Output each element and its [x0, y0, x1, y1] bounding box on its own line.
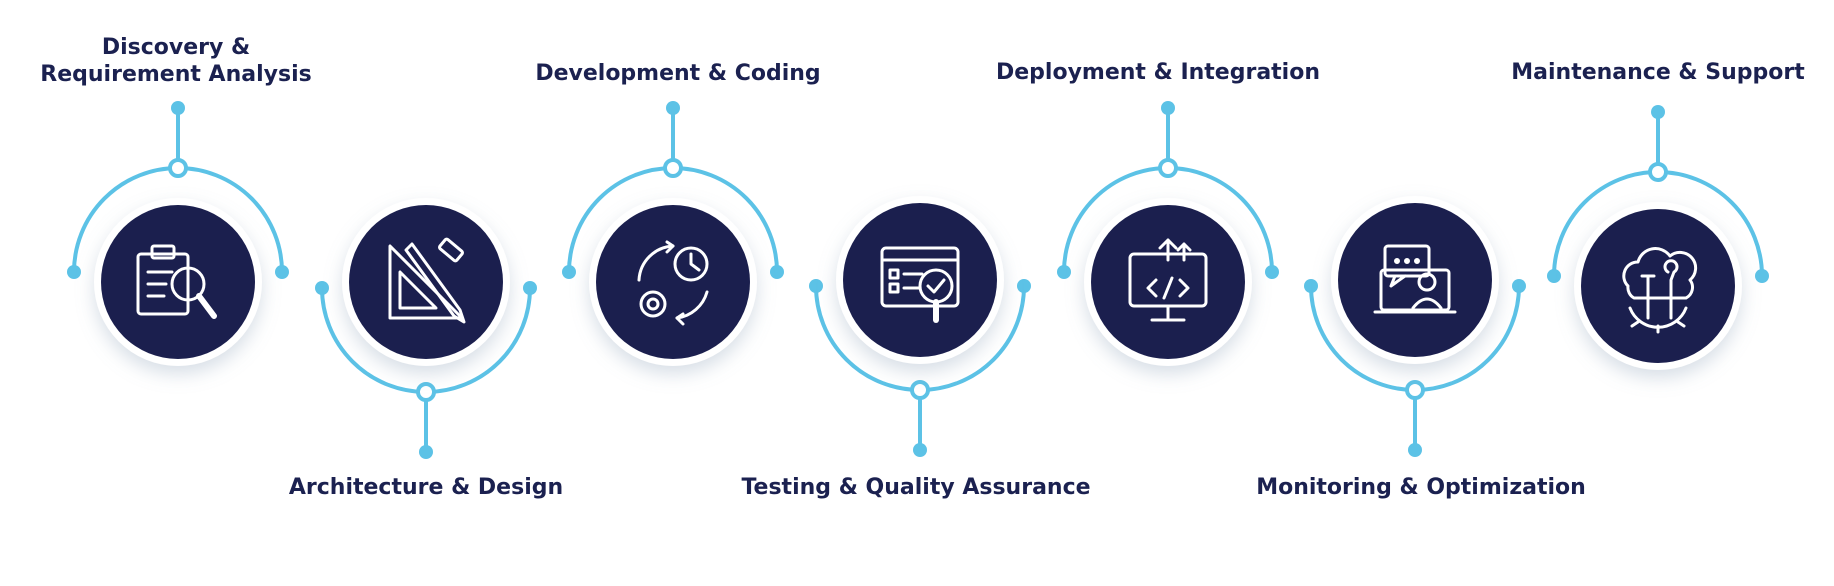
step-title: Testing & Quality Assurance	[741, 474, 1090, 501]
stem-tip-dot	[1161, 101, 1175, 115]
icon-disc	[101, 205, 255, 359]
stem-node-ring	[1648, 162, 1668, 182]
step-title: Development & Coding	[535, 60, 820, 87]
arc-end-dot	[1017, 279, 1031, 293]
browser-checklist-magnifier-icon	[880, 246, 960, 323]
step-title: Maintenance & Support	[1511, 59, 1805, 86]
arc-end-dot	[1304, 279, 1318, 293]
step-title: Deployment & Integration	[996, 59, 1320, 86]
stem-tip-dot	[171, 101, 185, 115]
step-title: Discovery &Requirement Analysis	[40, 34, 311, 88]
step-title-line: Development & Coding	[535, 61, 821, 86]
step-4	[809, 196, 1031, 457]
step-title: Architecture & Design	[289, 474, 563, 501]
stem-tip-dot	[1651, 105, 1665, 119]
icon-disc	[1091, 205, 1245, 359]
stem-node-ring	[1405, 380, 1425, 400]
stem-tip-dot	[666, 101, 680, 115]
arc-end-dot	[1755, 269, 1769, 283]
ruler-pencil-triangle-icon	[388, 237, 466, 324]
stem-node-ring	[416, 382, 436, 402]
cycle-clock-gear-icon	[637, 240, 709, 326]
clipboard-search-icon	[136, 244, 217, 319]
step-1	[67, 101, 289, 366]
cloud-tools-gear-icon	[1622, 247, 1698, 334]
stem-tip-dot	[1408, 443, 1422, 457]
stem-node-ring	[1158, 158, 1178, 178]
stem-node-ring	[168, 158, 188, 178]
arc-end-dot	[275, 265, 289, 279]
step-3	[562, 101, 784, 366]
step-title: Monitoring & Optimization	[1256, 474, 1586, 501]
step-title-line: Testing & Quality Assurance	[741, 475, 1091, 500]
step-title-line: Architecture & Design	[288, 475, 564, 500]
arc-end-dot	[1512, 279, 1526, 293]
icon-disc	[1338, 203, 1492, 357]
monitor-code-upload-icon	[1128, 238, 1208, 322]
arc-end-dot	[809, 279, 823, 293]
arc-end-dot	[67, 265, 81, 279]
step-title-line: Maintenance & Support	[1511, 60, 1805, 85]
icon-disc	[1581, 209, 1735, 363]
step-6	[1304, 196, 1526, 457]
step-7	[1547, 105, 1769, 370]
stem-node-ring	[910, 380, 930, 400]
icon-disc	[596, 205, 750, 359]
step-title-line: Deployment & Integration	[995, 60, 1321, 85]
arc-end-dot	[315, 281, 329, 295]
step-title-line: Discovery &	[101, 35, 251, 60]
step-5	[1057, 101, 1279, 366]
arc-end-dot	[770, 265, 784, 279]
arc-end-dot	[562, 265, 576, 279]
stem-node-ring	[663, 158, 683, 178]
arc-end-dot	[1265, 265, 1279, 279]
step-title-line: Monitoring & Optimization	[1256, 475, 1586, 500]
arc-end-dot	[1057, 265, 1071, 279]
arc-end-dot	[523, 281, 537, 295]
step-title-line: Requirement Analysis	[40, 62, 312, 87]
arc-end-dot	[1547, 269, 1561, 283]
stem-tip-dot	[419, 445, 433, 459]
step-2	[315, 198, 537, 459]
screen-person-chat-icon	[1373, 244, 1457, 314]
stem-tip-dot	[913, 443, 927, 457]
